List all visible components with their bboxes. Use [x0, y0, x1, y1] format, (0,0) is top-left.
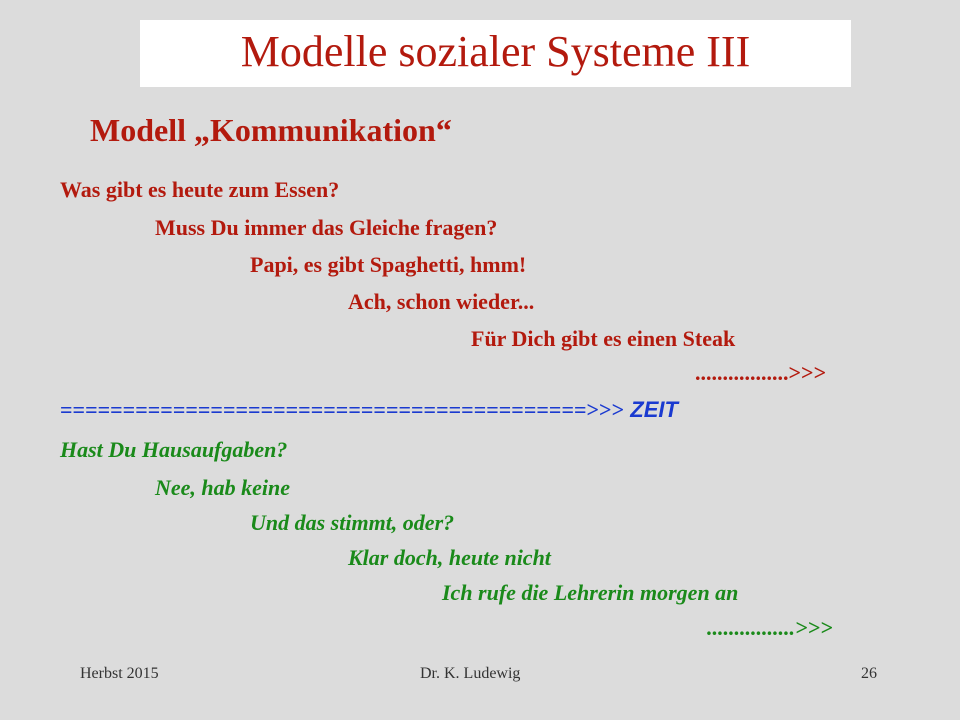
dialog1-line-5: Für Dich gibt es einen Steak [471, 326, 736, 351]
dialog1-line-1: Was gibt es heute zum Essen? [60, 177, 340, 202]
dialog1-line-3: Papi, es gibt Spaghetti, hmm! [250, 252, 527, 277]
slide-subtitle: Modell „Kommunikation“ [90, 112, 452, 148]
dialog2-line-4: Klar doch, heute nicht [348, 545, 551, 570]
footer-date: Herbst 2015 [80, 665, 159, 682]
dialog1-line-6: .................>>> [695, 360, 827, 385]
dialog2-line-5: Ich rufe die Lehrerin morgen an [442, 580, 739, 605]
dialog2-line-3: Und das stimmt, oder? [250, 510, 455, 535]
dialog1-line-2: Muss Du immer das Gleiche fragen? [155, 215, 498, 240]
time-arrow-line: ========================================… [60, 397, 625, 422]
slide-title: Modelle sozialer Systeme III [240, 27, 751, 76]
footer-author: Dr. K. Ludewig [420, 665, 521, 682]
dialog1-line-4: Ach, schon wieder... [348, 289, 535, 314]
time-arrow: ========================================… [60, 395, 678, 425]
dialog2-line-6: ................>>> [707, 615, 833, 640]
time-label: ZEIT [624, 397, 678, 422]
dialog2-line-2: Nee, hab keine [155, 475, 291, 500]
footer-page-number: 26 [861, 665, 877, 682]
dialog2-line-1: Hast Du Hausaufgaben? [60, 437, 288, 462]
title-box: Modelle sozialer Systeme III [140, 20, 851, 87]
